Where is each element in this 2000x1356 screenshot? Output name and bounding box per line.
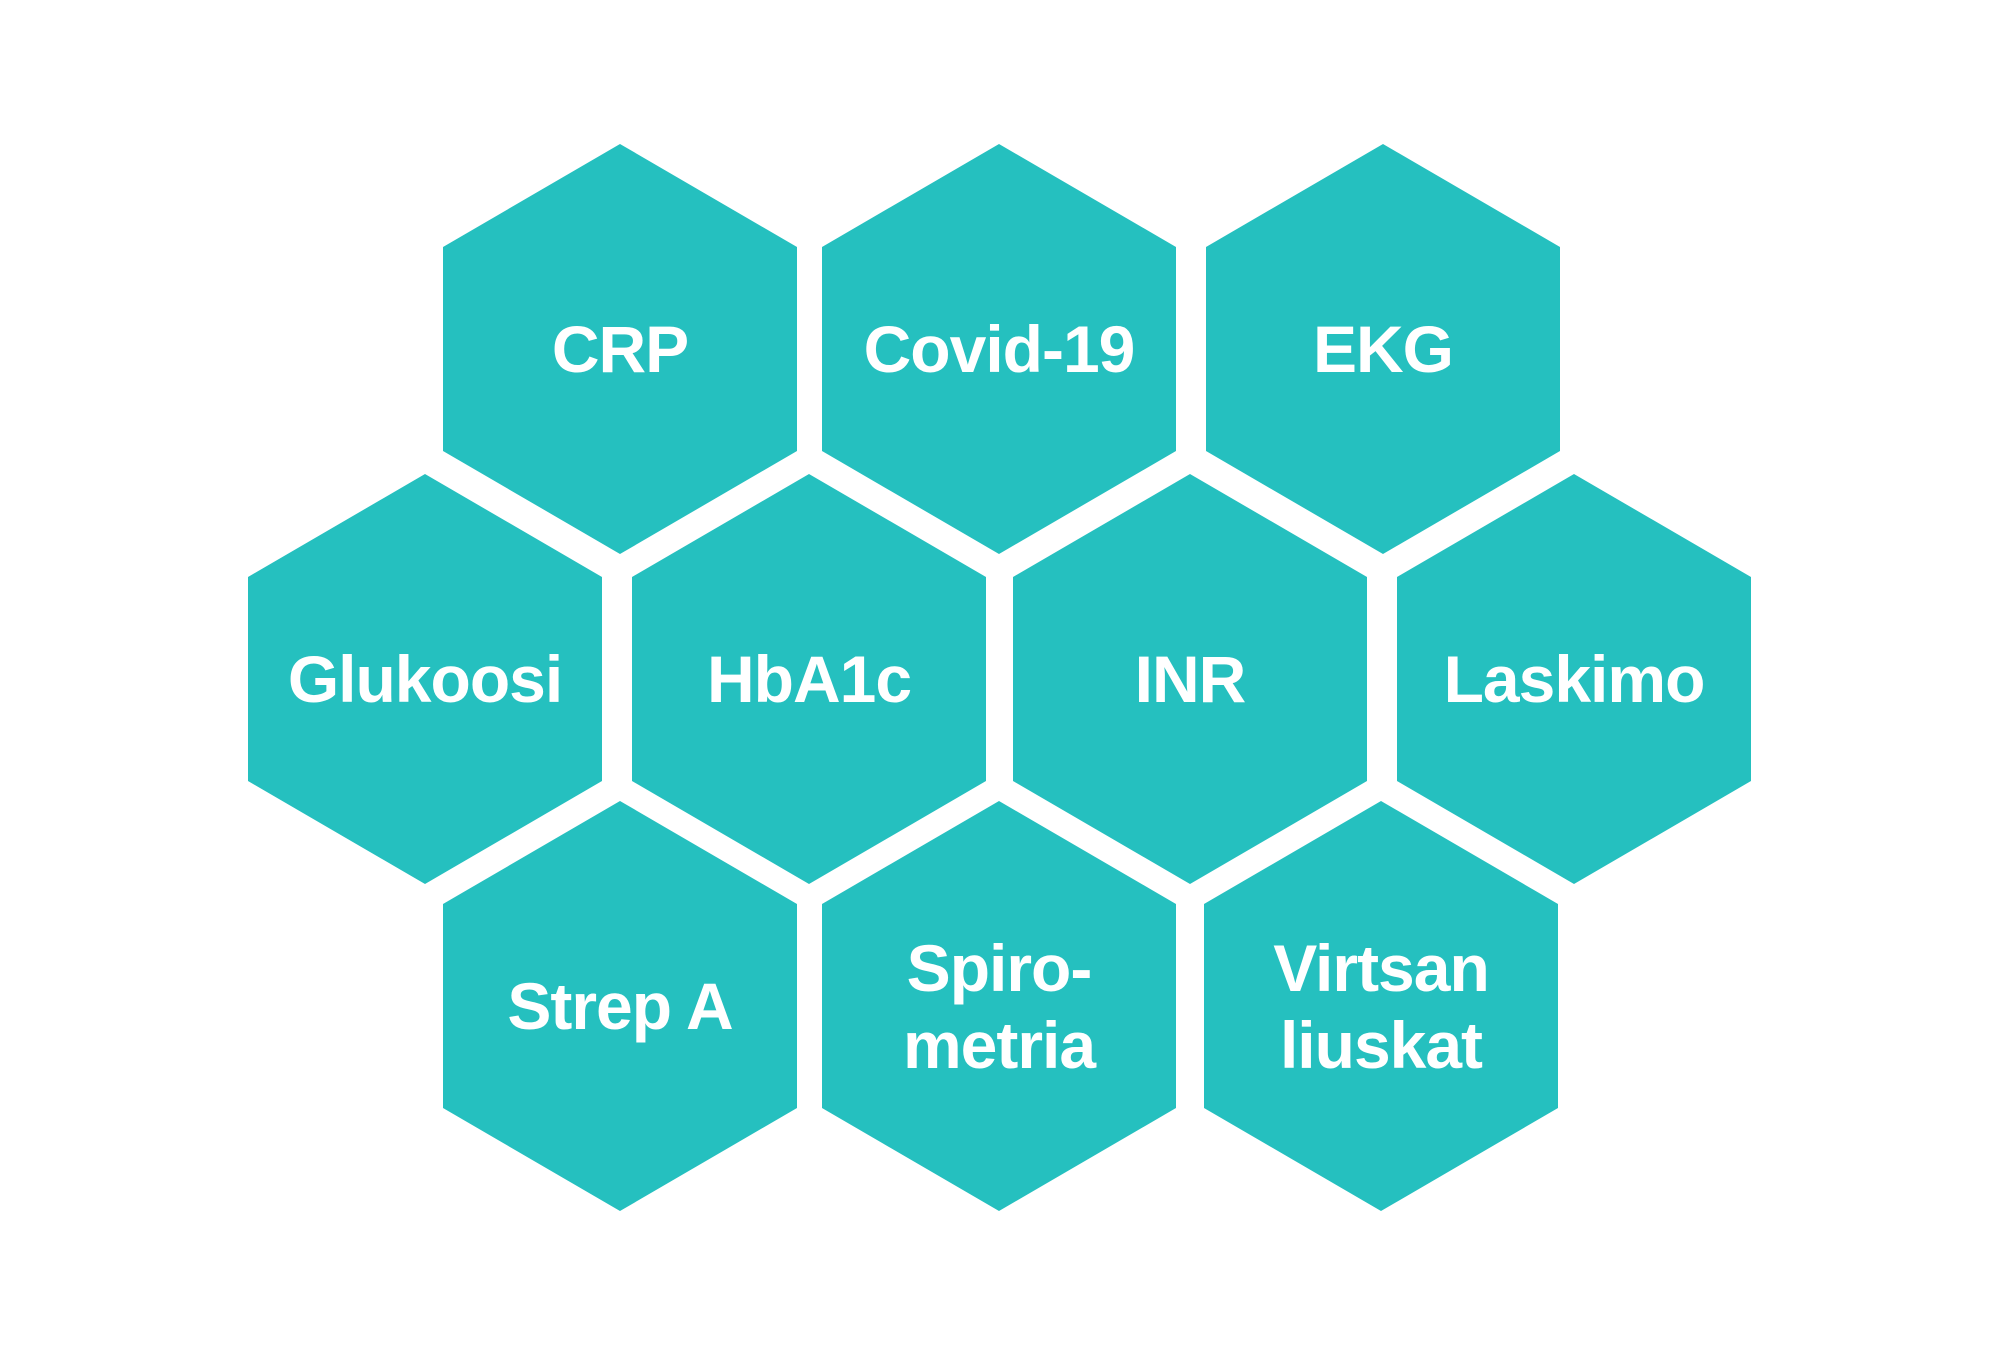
hex-ekg: EKG — [1206, 144, 1560, 554]
hex-label-ekg: EKG — [1313, 312, 1453, 386]
hexagon-shape — [1206, 144, 1560, 554]
hexagon-shape — [1013, 474, 1367, 884]
hex-label-strep-a: Strep A — [507, 969, 732, 1043]
hex-label-hba1c: HbA1c — [707, 642, 911, 716]
hex-label-spirometria-line1: Spiro- — [907, 931, 1092, 1005]
hex-virtsan-liuskat: Virtsan liuskat — [1204, 801, 1558, 1211]
hex-hba1c: HbA1c — [632, 474, 986, 884]
hex-inr: INR — [1013, 474, 1367, 884]
hexagon-shape — [1204, 801, 1558, 1211]
hexagon-shape — [822, 801, 1176, 1211]
hex-label-virtsan-liuskat-line2: liuskat — [1280, 1008, 1483, 1082]
hex-strep-a: Strep A — [443, 801, 797, 1211]
hex-laskimo: Laskimo — [1397, 474, 1751, 884]
hex-label-glukoosi: Glukoosi — [288, 642, 562, 716]
hex-label-covid-19: Covid-19 — [864, 312, 1135, 386]
hexagon-shape — [248, 474, 602, 884]
hex-label-spirometria-line2: metria — [903, 1008, 1097, 1082]
hex-label-inr: INR — [1135, 642, 1246, 716]
hex-glukoosi: Glukoosi — [248, 474, 602, 884]
hex-spirometria: Spiro- metria — [822, 801, 1176, 1211]
hex-label-laskimo: Laskimo — [1444, 642, 1705, 716]
hexagon-shape — [443, 801, 797, 1211]
hexagon-shape — [632, 474, 986, 884]
hexagon-shape — [443, 144, 797, 554]
hex-covid-19: Covid-19 — [822, 144, 1176, 554]
hex-label-virtsan-liuskat-line1: Virtsan — [1273, 931, 1489, 1005]
hex-crp: CRP — [443, 144, 797, 554]
hexagon-shape — [1397, 474, 1751, 884]
hex-label-crp: CRP — [552, 312, 688, 386]
hexagon-shape — [822, 144, 1176, 554]
